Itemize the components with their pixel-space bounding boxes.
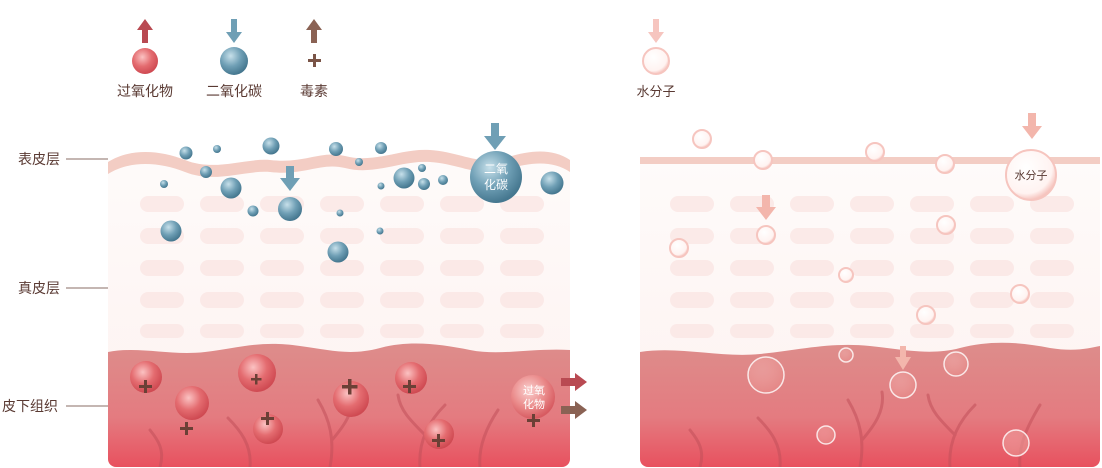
peroxide-molecule-icon [132, 48, 158, 74]
subcutaneous-layer [640, 342, 1100, 467]
peroxide-molecules [130, 354, 555, 449]
legend-peroxide-label: 过氧化物 [117, 84, 173, 100]
arrow-down-icon [895, 346, 911, 370]
co2-molecule [355, 158, 363, 166]
legend-toxin-label: 毒素 [300, 84, 328, 100]
peroxide-molecule [238, 354, 276, 392]
water-bubble [816, 425, 836, 445]
co2-molecule [418, 164, 426, 172]
co2-molecule [160, 220, 182, 242]
peroxide-molecule [333, 381, 369, 417]
co2-molecule [376, 227, 384, 235]
water-molecule [669, 238, 689, 258]
legend-co2: 二氧化碳 [206, 19, 262, 100]
co2-large-molecule: 二氧 化碳 [470, 151, 522, 203]
co2-molecule [179, 146, 193, 160]
toxin-plus-icon [527, 414, 540, 427]
toxin-plus-icon [308, 54, 321, 67]
water-molecule [916, 305, 936, 325]
co2-molecule [262, 137, 280, 155]
water-molecule [935, 154, 955, 174]
peroxide-molecule [511, 375, 555, 419]
label-subcutaneous: 皮下组织 [2, 399, 58, 415]
co2-molecule [160, 180, 168, 188]
water-large-molecule: 水分子 [1005, 149, 1057, 201]
arrow-up-icon [137, 19, 153, 43]
arrow-down-icon [1022, 113, 1042, 139]
co2-molecule [327, 241, 349, 263]
peroxide-molecule [253, 414, 283, 444]
water-molecule [1010, 284, 1030, 304]
arrow-up-icon [306, 19, 322, 43]
dermis-cells [140, 196, 544, 338]
arrow-down-icon [648, 19, 664, 43]
water-molecule-icon [642, 47, 670, 75]
peroxide-molecule [130, 361, 162, 393]
legend-water-label: 水分子 [636, 85, 675, 100]
water-bubble [943, 351, 969, 377]
toxin-plus-icon [261, 412, 274, 425]
toxin-plus-icon [139, 380, 152, 393]
co2-molecule [329, 142, 343, 156]
arrow-right-icon [561, 401, 587, 419]
water-bubble [1002, 429, 1030, 457]
skin-panel-right [640, 157, 1100, 467]
legend-peroxide: 过氧化物 [117, 19, 173, 100]
label-epidermis: 表皮层 [18, 152, 60, 168]
water-molecule [692, 129, 712, 149]
co2-molecule [213, 145, 221, 153]
co2-molecule [393, 167, 415, 189]
water-molecule [756, 225, 776, 245]
co2-molecule [220, 177, 242, 199]
layer-labels: 表皮层 真皮层 皮下组织 [2, 152, 108, 415]
co2-molecule [278, 197, 302, 221]
peroxide-label-line1: 过氧 [523, 383, 545, 397]
co2-molecule [200, 166, 212, 178]
toxin-plus-icon [251, 374, 262, 385]
water-molecule [865, 142, 885, 162]
legend-water: 水分子 [636, 19, 676, 100]
water-bubbles [747, 347, 1030, 457]
arrow-down-icon [280, 166, 300, 191]
legend-co2-label: 二氧化碳 [206, 84, 262, 100]
co2-molecule [247, 205, 259, 217]
toxin-markers [139, 374, 540, 447]
water-molecule [753, 150, 773, 170]
arrow-down-icon [226, 19, 242, 43]
arrow-right-icon [561, 373, 587, 391]
water-bubble [889, 371, 917, 399]
toxin-plus-icon [180, 422, 193, 435]
water-molecule [838, 267, 854, 283]
toxin-plus-icon [432, 434, 445, 447]
water-bubble [838, 347, 854, 363]
co2-molecule-icon [220, 47, 248, 75]
peroxide-label-line2: 化物 [523, 397, 545, 411]
water-molecule [936, 215, 956, 235]
peroxide-molecule [175, 386, 209, 420]
co2-molecule [438, 175, 448, 185]
co2-molecule [375, 142, 387, 154]
co2-label-line2: 化碳 [484, 178, 508, 192]
water-large-label: 水分子 [1015, 169, 1048, 182]
arrow-down-icon [484, 123, 506, 150]
legend-toxin: 毒素 [300, 19, 328, 100]
water-bubble [747, 356, 785, 394]
toxin-plus-icon [403, 380, 416, 393]
arrow-down-icon [756, 195, 776, 220]
capillaries [688, 390, 1042, 467]
co2-molecule [540, 171, 564, 195]
co2-molecules [160, 137, 564, 263]
dermis-cells [670, 196, 1074, 338]
toxin-plus-icon [342, 379, 358, 395]
label-dermis: 真皮层 [18, 281, 60, 297]
co2-molecule [377, 182, 385, 190]
co2-molecule [418, 178, 430, 190]
legend: 过氧化物 二氧化碳 毒素 水分子 [117, 19, 676, 100]
epidermis-layer [108, 149, 570, 177]
co2-molecule [336, 209, 344, 217]
water-molecules [669, 129, 1030, 325]
co2-label-line1: 二氧 [484, 162, 508, 176]
